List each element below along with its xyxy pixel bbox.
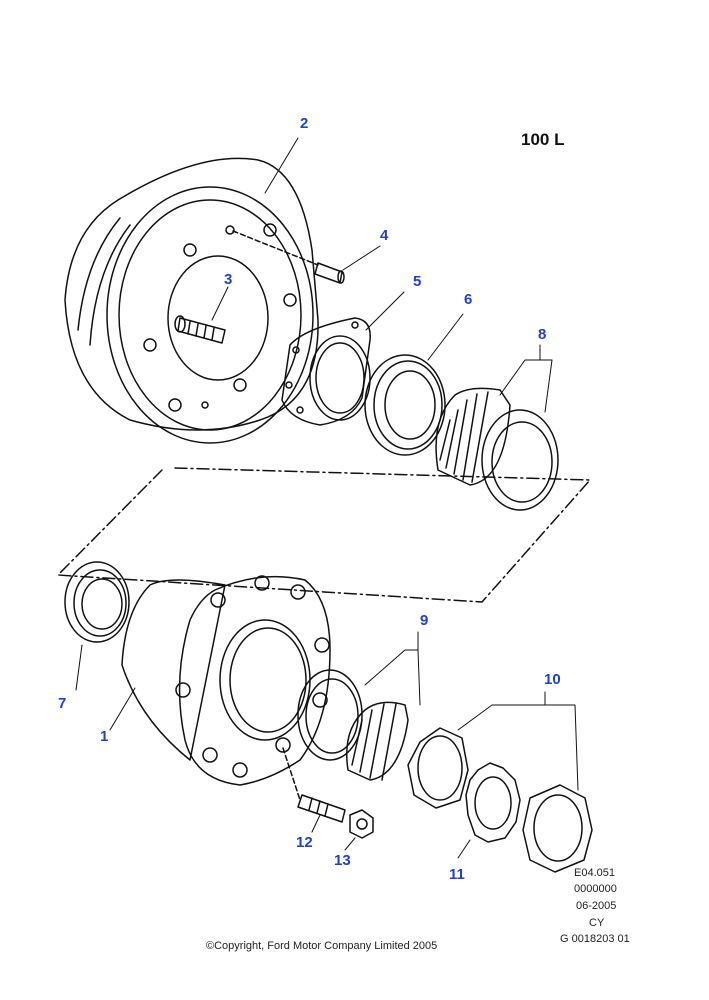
hub-nut-outer [522, 784, 593, 873]
callout-11[interactable]: 11 [449, 866, 465, 883]
callout-5[interactable]: 5 [413, 273, 422, 290]
callout-8[interactable]: 8 [538, 326, 547, 343]
lock-washer [465, 762, 521, 843]
stud-nut [349, 809, 374, 839]
hub-nut-inner [407, 727, 469, 809]
outer-bearing [435, 387, 559, 511]
inner-bearing [297, 669, 409, 781]
callout-7[interactable]: 7 [58, 695, 67, 712]
ref-number: 0000000 [574, 883, 617, 895]
inner-oil-seal [64, 561, 130, 643]
flange-adapter [281, 317, 371, 426]
ref-date: 06-2005 [576, 900, 617, 912]
dowel-pin [314, 262, 345, 284]
callout-12[interactable]: 12 [296, 834, 313, 851]
wheel-stud [174, 315, 226, 344]
callout-9[interactable]: 9 [420, 612, 429, 629]
callout-4[interactable]: 4 [380, 227, 389, 244]
variant-label: 100 L [521, 130, 565, 149]
brake-drum [64, 157, 319, 444]
callout-13[interactable]: 13 [334, 852, 351, 869]
ref-code: E04.051 [574, 867, 615, 879]
callout-10[interactable]: 10 [544, 671, 561, 688]
hub-stud [297, 794, 346, 823]
oil-seal [364, 354, 446, 456]
copyright-notice: ©Copyright, Ford Motor Company Limited 2… [206, 940, 438, 952]
ref-illustration: G 0018203 01 [560, 933, 630, 945]
ref-region: CY [589, 917, 605, 929]
wheel-hub [121, 575, 331, 786]
callout-2[interactable]: 2 [300, 115, 309, 132]
callout-6[interactable]: 6 [464, 291, 473, 308]
callout-1[interactable]: 1 [100, 728, 109, 745]
callout-3[interactable]: 3 [224, 271, 233, 288]
